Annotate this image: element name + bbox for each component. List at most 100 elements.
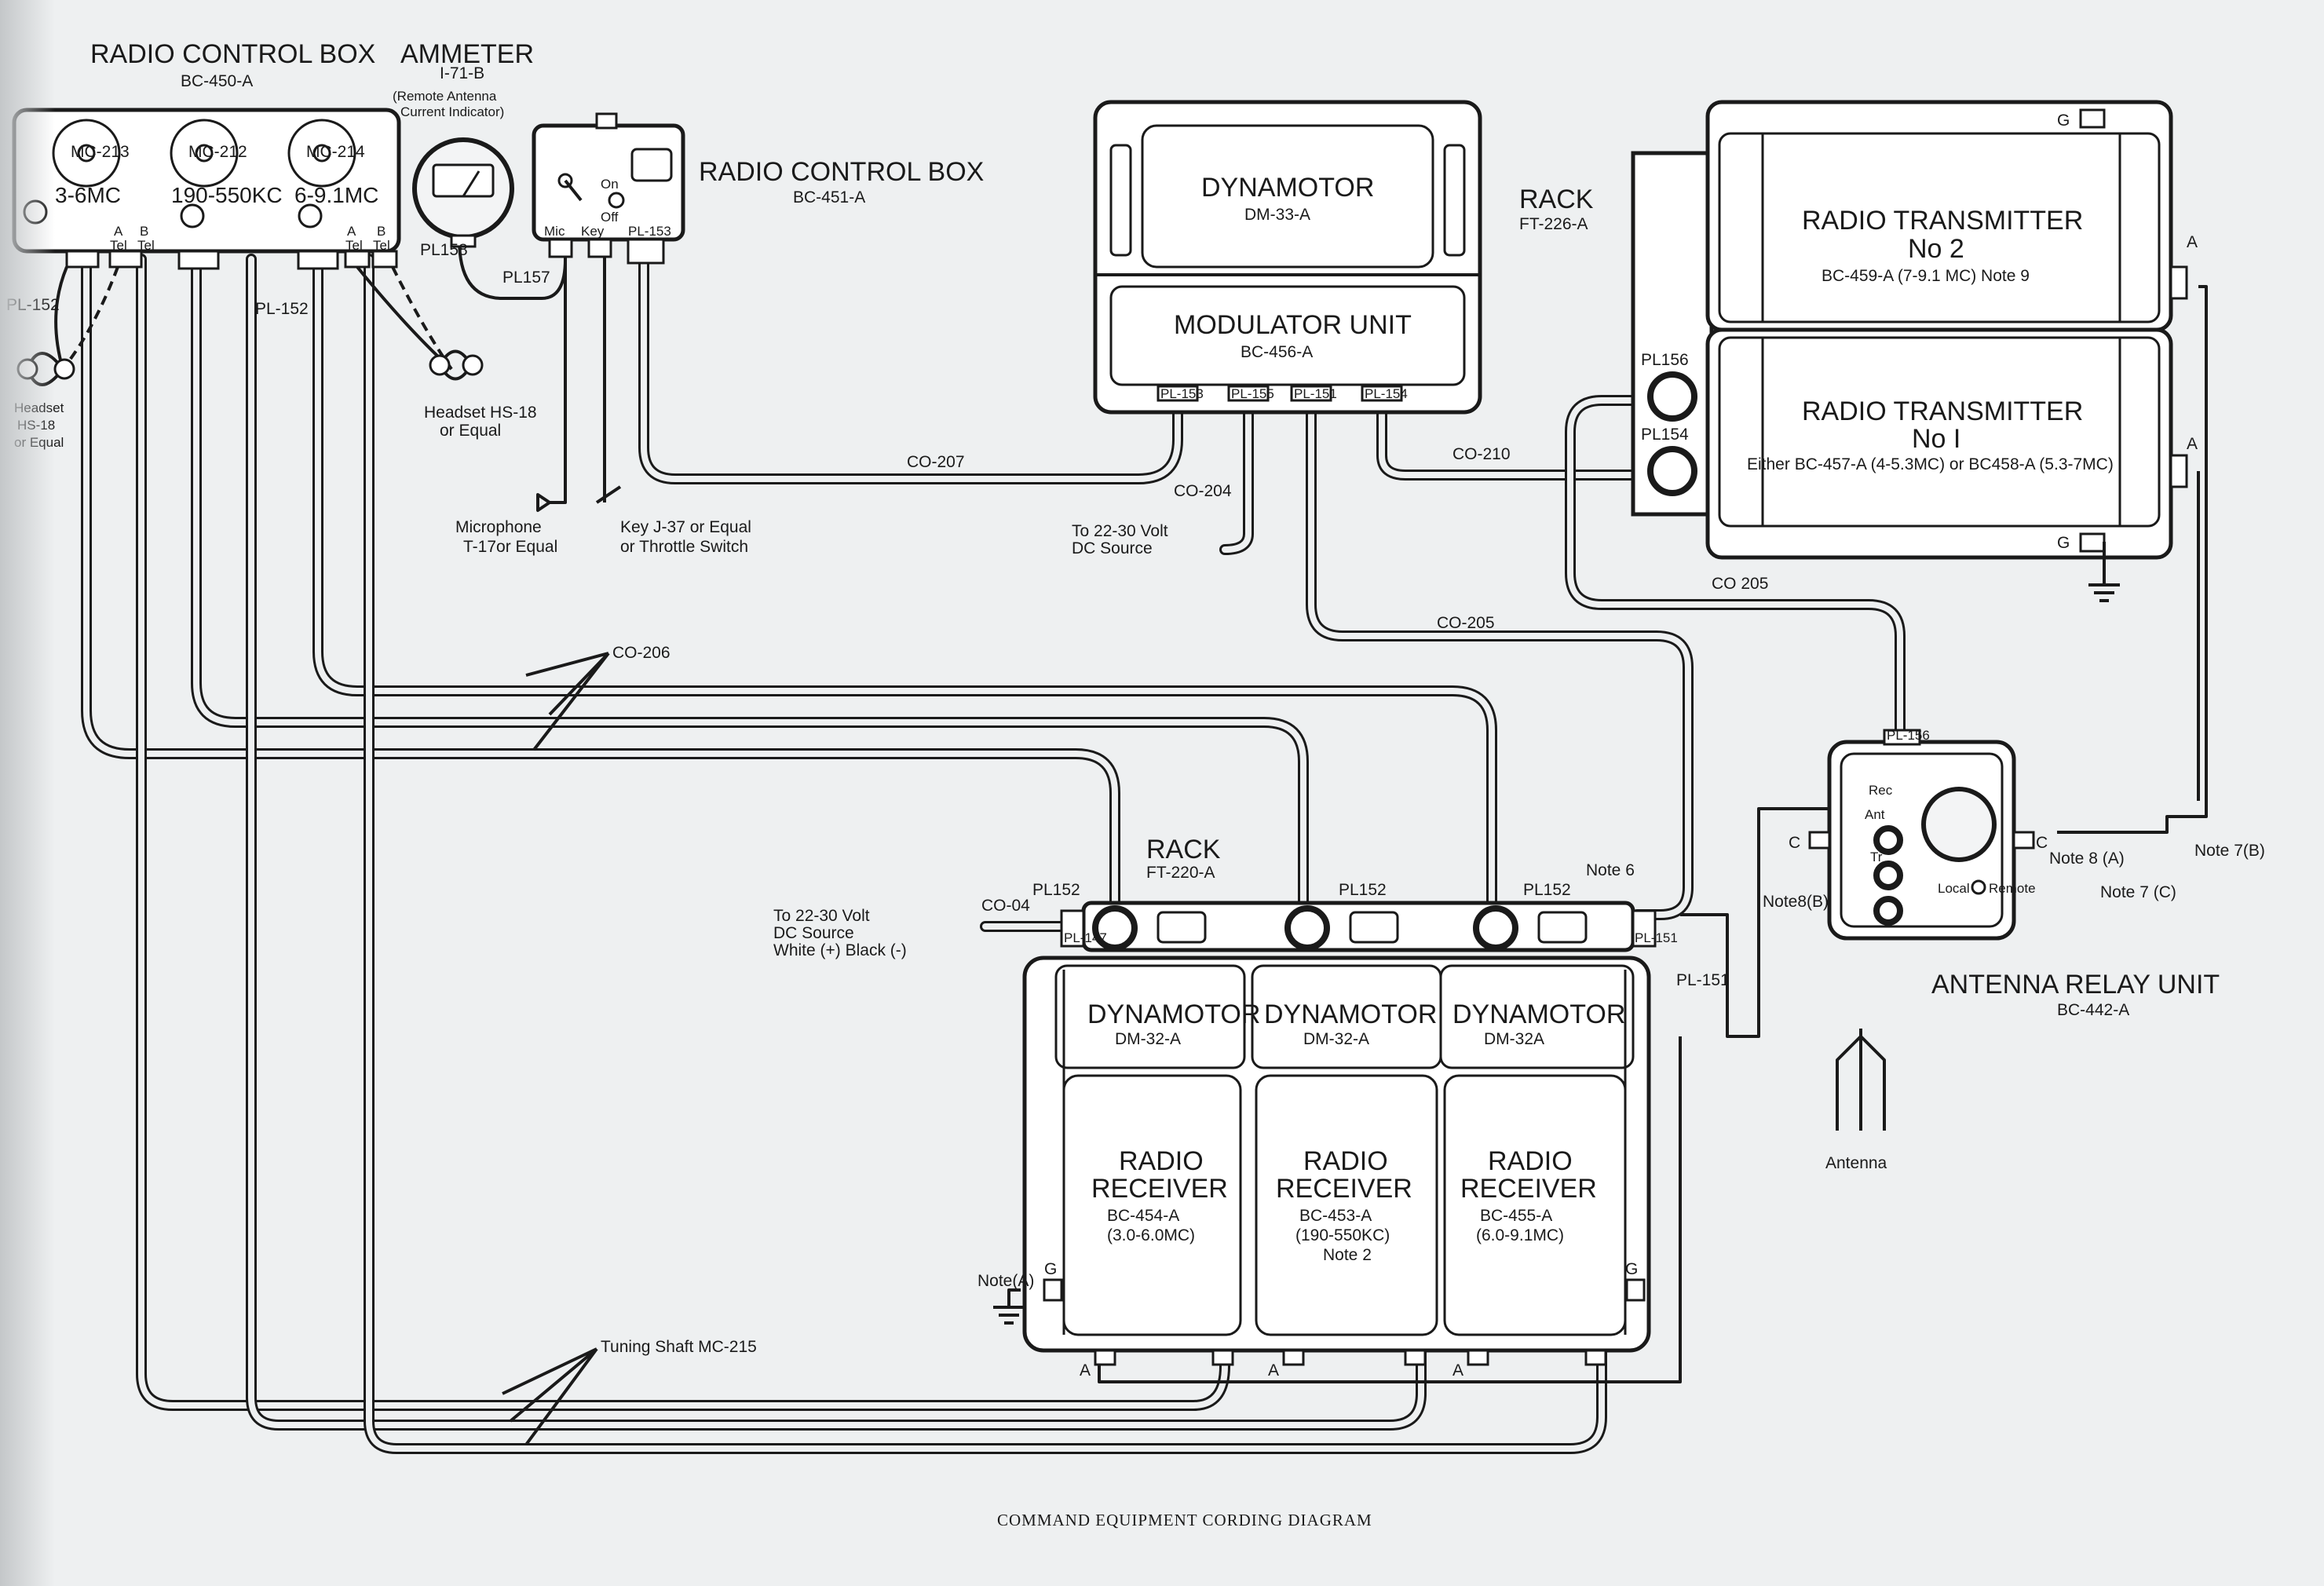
receiver-2-title2: RECEIVER (1276, 1174, 1412, 1204)
antenna-label: Antenna (1825, 1154, 1887, 1172)
bc451-jack-key[interactable] (587, 238, 612, 258)
co210-label: CO-210 (1452, 445, 1511, 463)
receiver-ground-right-terminal[interactable] (1625, 1278, 1646, 1302)
co204-cable (1219, 407, 1254, 555)
dm33-plug-label-4: PL-154 (1365, 386, 1408, 401)
receiver-3-dyn-model: DM-32A (1484, 1030, 1544, 1048)
dc-source-mid-3: White (+) Black (-) (773, 941, 907, 959)
tx1-model: Either BC-457-A (4-5.3MC) or BC458-A (5.… (1747, 455, 2114, 473)
relay-c-right-label: C (2036, 834, 2048, 852)
bc450-switch-1[interactable] (23, 199, 48, 225)
key-icon (595, 485, 622, 504)
co206-label: CO-206 (612, 644, 671, 662)
headset-left-icon (16, 352, 75, 386)
bc451-jack-mic[interactable] (548, 238, 573, 258)
receiver-2-dyn-model: DM-32-A (1303, 1030, 1369, 1048)
bc450-jack-tel-b[interactable] (108, 250, 143, 269)
bc451-switch-off: Off (601, 210, 619, 225)
receiver-1 (1054, 964, 1246, 1366)
ammeter-title: AMMETER (400, 39, 534, 69)
range-label-1: 3-6MC (55, 183, 121, 207)
bc450-plug-1[interactable] (177, 250, 220, 270)
dm33-title: DYNAMOTOR (1201, 173, 1374, 203)
rack-ft226-title: RACK (1519, 185, 1594, 214)
diagram-caption: COMMAND EQUIPMENT CORDING DIAGRAM (997, 1511, 1372, 1529)
microphone-line1: Microphone (455, 518, 542, 536)
bc450-switch-2[interactable] (180, 203, 205, 228)
rack-ft226-pl156[interactable] (1647, 371, 1697, 422)
receiver-3 (1439, 964, 1635, 1366)
relay-ant-jack[interactable] (1873, 861, 1903, 890)
key-line2: or Throttle Switch (620, 538, 748, 556)
dm33-plug-label-2: PL-155 (1231, 386, 1274, 401)
receiver-note-a: Note(A) (977, 1272, 1034, 1290)
tx2-antenna-label: A (2187, 233, 2198, 251)
dm33-plug-3[interactable] (1290, 385, 1332, 402)
tx2-number: No 2 (1908, 234, 1964, 264)
receiver-antenna-wire (1680, 807, 1829, 1038)
dc-source-mid-2: DC Source (773, 924, 854, 942)
tx1-title: RADIO TRANSMITTER (1802, 396, 2083, 426)
receiver-3-title1: RADIO (1488, 1146, 1573, 1176)
radio-control-box-bc451 (532, 112, 685, 265)
rack-ft220-pl151[interactable] (1632, 909, 1657, 948)
receiver-2-model: BC-453-A (1299, 1207, 1372, 1225)
relay-motor (1921, 787, 1997, 862)
dm33-plug-4[interactable] (1361, 385, 1403, 402)
rack-ft220-pl147[interactable] (1060, 909, 1085, 948)
rack-ft220-pl152-2[interactable] (1284, 905, 1330, 951)
receiver-3-dyn-title: DYNAMOTOR (1452, 999, 1625, 1029)
rack-ft220-pl152-1[interactable] (1092, 905, 1138, 951)
rack-ft226-pl154[interactable] (1647, 446, 1697, 496)
relay-note8b: Note8(B) (1763, 893, 1829, 911)
tx1-ground-terminal[interactable] (2079, 532, 2106, 553)
tx2-ground-terminal[interactable] (2079, 108, 2106, 129)
ammeter-model: I-71-B (440, 64, 484, 82)
bc450-model: BC-450-A (181, 72, 253, 90)
tx1-antenna-terminal[interactable] (2169, 454, 2188, 488)
receiver-a-2: A (1268, 1361, 1279, 1380)
relay-c-left-terminal[interactable] (1808, 831, 1831, 850)
bc451-plug[interactable] (627, 238, 665, 265)
relay-rec-jack[interactable] (1873, 825, 1903, 855)
tx2-model: BC-459-A (7-9.1 MC) Note 9 (1822, 267, 2030, 285)
tx1-ground-icon (2088, 542, 2120, 602)
receiver-1-title1: RADIO (1119, 1146, 1204, 1176)
bc451-title: RADIO CONTROL BOX (699, 157, 984, 187)
receiver-1-dynamotor (1054, 964, 1246, 1069)
bc450-jack-tel-d[interactable] (371, 250, 398, 269)
bc450-jack-tel-a[interactable] (65, 250, 100, 269)
tx1-antenna-label: A (2187, 435, 2198, 453)
bc450-title: RADIO CONTROL BOX (90, 39, 375, 69)
dm33-plug-2[interactable] (1227, 385, 1270, 402)
rack-ft220-note6: Note 6 (1586, 861, 1635, 879)
dm33-plug-1[interactable] (1157, 385, 1199, 402)
bc450-plug-2[interactable] (297, 250, 339, 270)
rack-ft220-model: FT-220-A (1146, 864, 1215, 882)
receiver-2-dyn-title: DYNAMOTOR (1264, 999, 1437, 1029)
rack-ft220-pl152-3[interactable] (1473, 905, 1518, 951)
ammeter-desc1: (Remote Antenna (393, 89, 497, 104)
tx2-antenna-terminal[interactable] (2169, 265, 2188, 300)
dm33-plug-label-3: PL-151 (1294, 386, 1337, 401)
bc450-jack-tel-c[interactable] (344, 250, 371, 269)
co207-label: CO-207 (907, 453, 965, 471)
dc-source-top-2: DC Source (1072, 539, 1153, 557)
headset-left-line3: or Equal (14, 435, 64, 450)
relay-c-right-terminal[interactable] (2012, 831, 2035, 850)
receiver-ground-left-terminal[interactable] (1043, 1278, 1063, 1302)
microphone-wire (550, 243, 567, 504)
bc451-switch[interactable] (608, 192, 625, 209)
local-remote-switch[interactable] (1971, 879, 1986, 895)
receiver-1-body (1062, 1074, 1242, 1336)
relay-tr-jack[interactable] (1873, 896, 1903, 926)
relay-plug[interactable] (1883, 729, 1921, 746)
receiver-1-range: (3.0-6.0MC) (1107, 1226, 1195, 1244)
dc-source-top-1: To 22-30 Volt (1072, 522, 1168, 540)
dial-label-mc214: MC-214 (306, 143, 365, 161)
ammeter-i71b (412, 137, 514, 248)
tx1-housing (1705, 327, 2173, 560)
relay-remote-label: Remote (1989, 881, 2036, 896)
bc450-switch-3[interactable] (298, 203, 323, 228)
